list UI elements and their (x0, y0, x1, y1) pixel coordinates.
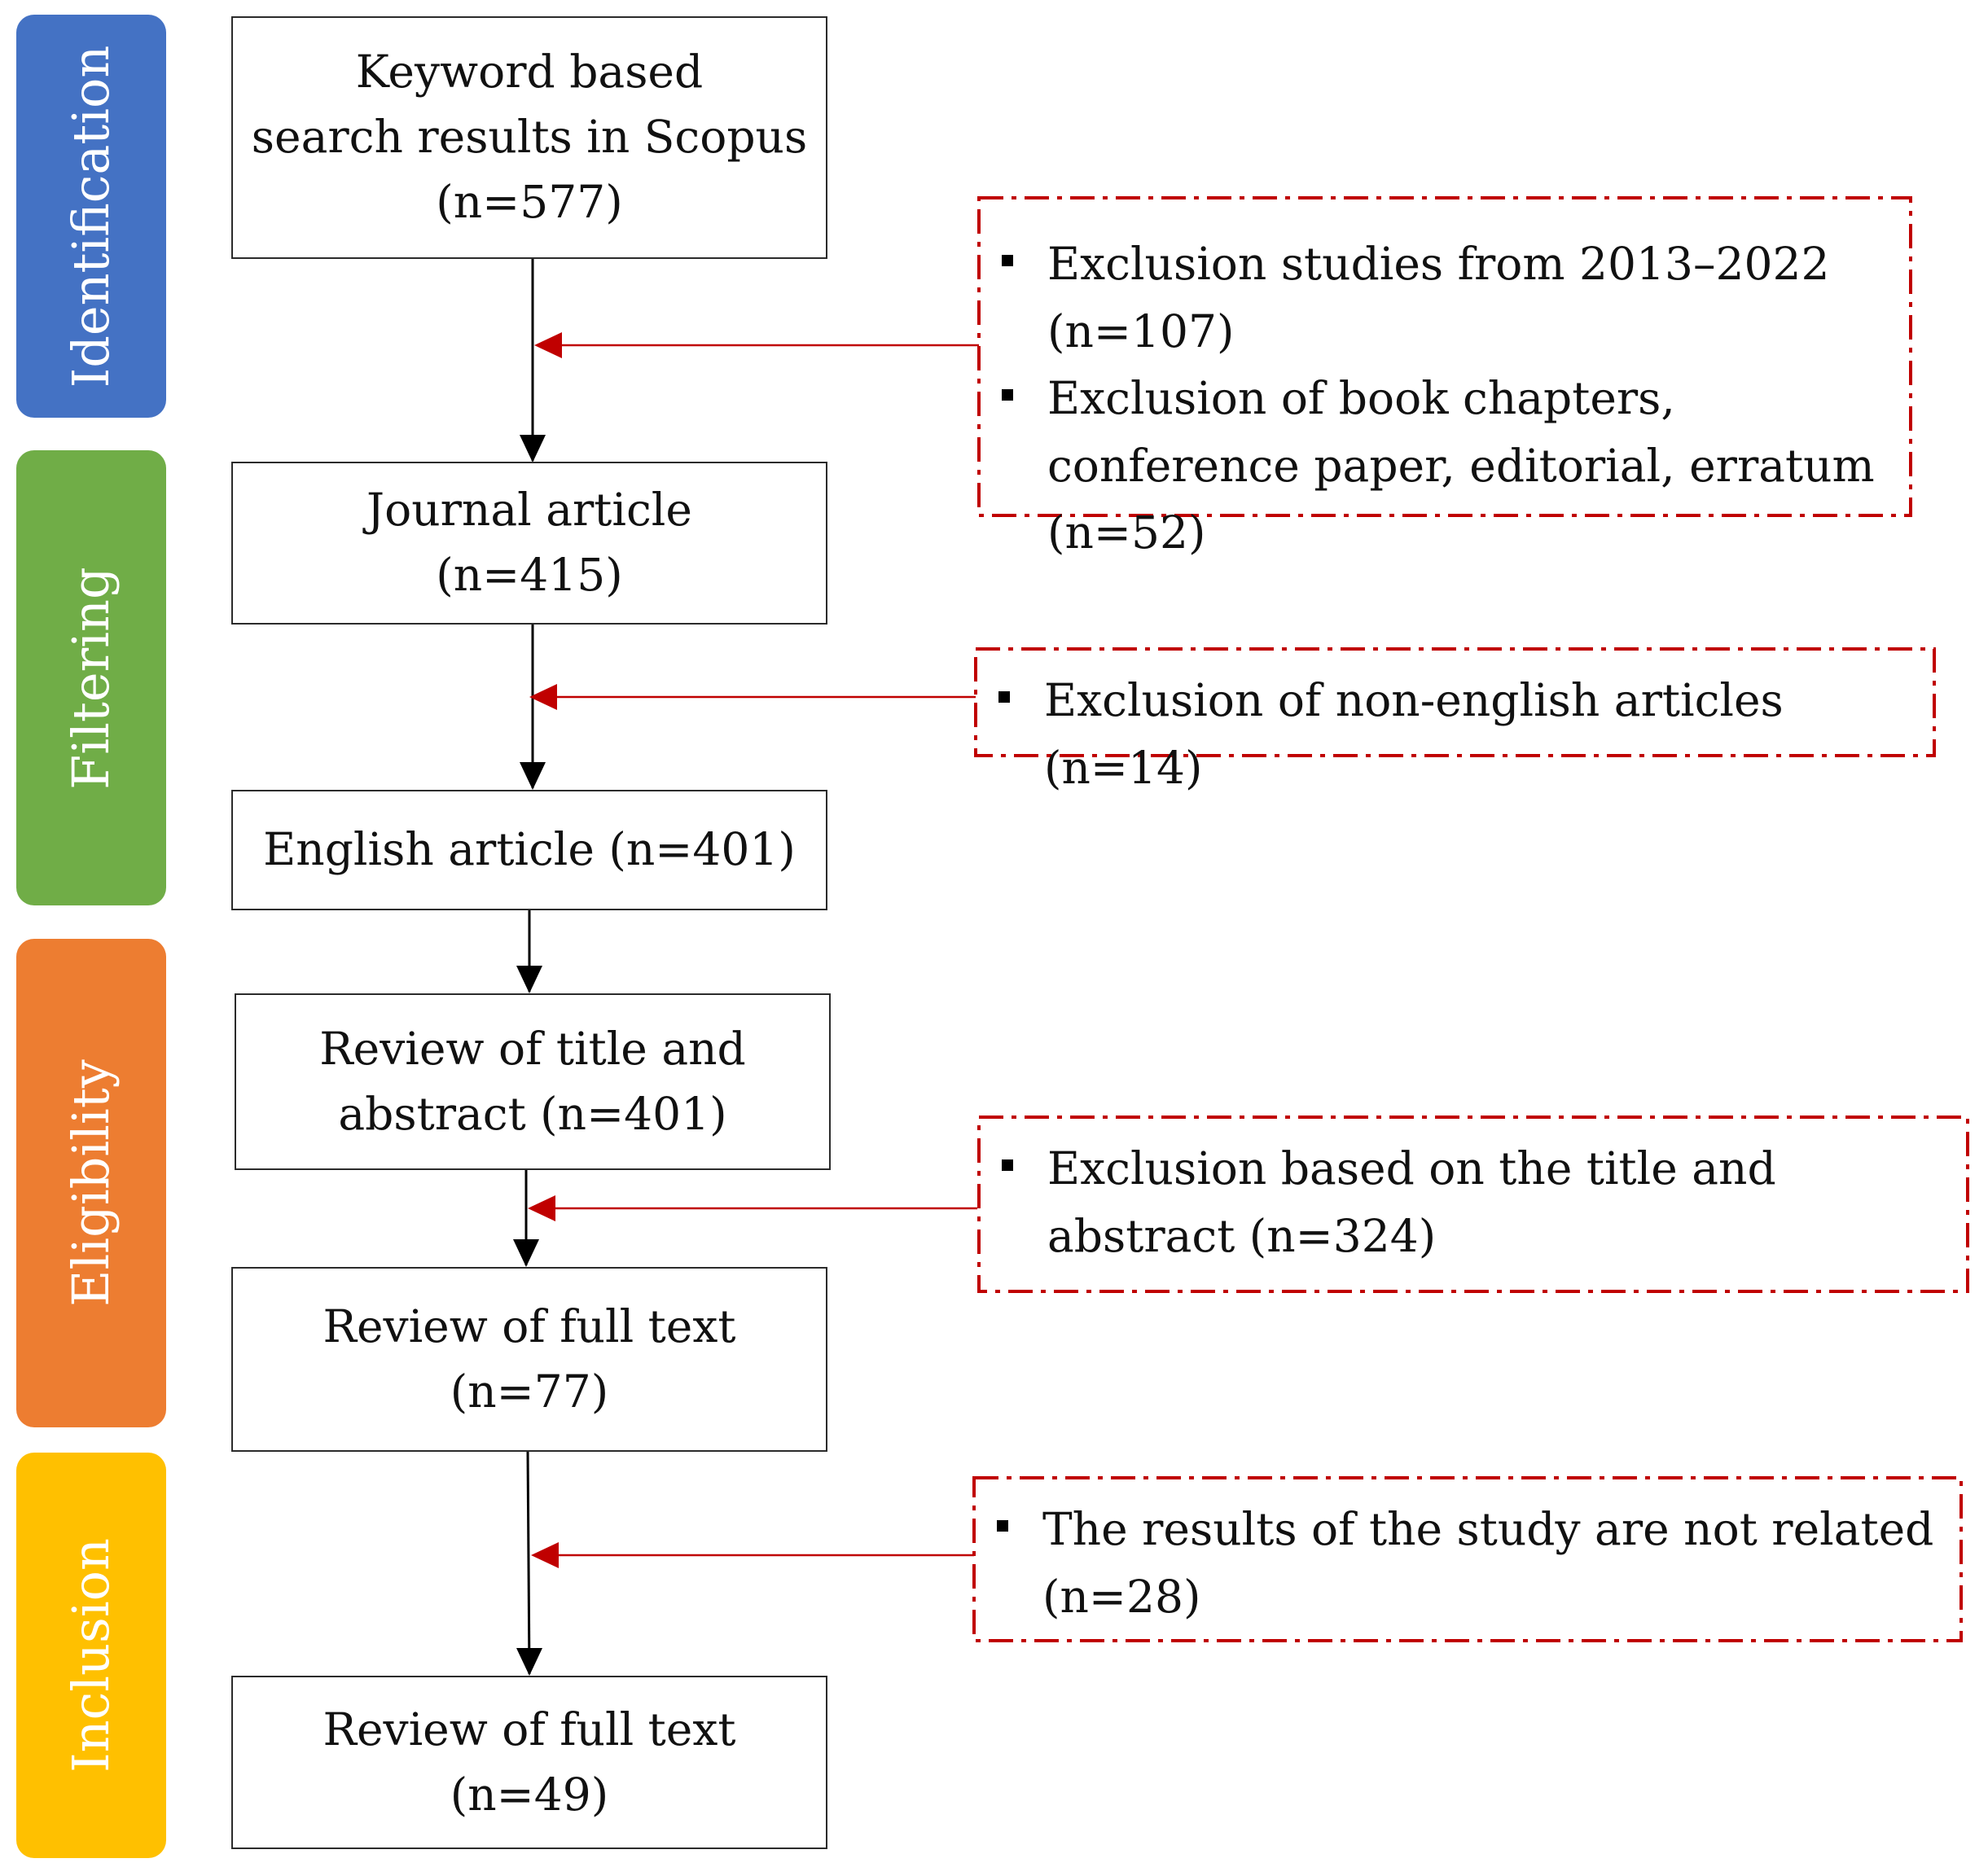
exclusion-arrowhead-3 (528, 1195, 555, 1221)
exclusion-box-3: Exclusion based on the title and abstrac… (979, 1117, 1968, 1291)
exclusion-border-3 (977, 1116, 1969, 1293)
flow-arrow-5 (526, 1451, 531, 1675)
box-line: (n=77) (450, 1365, 609, 1418)
box-search-results: Keyword based search results in Scopus (… (231, 16, 827, 259)
box-included: Review of full text (n=49) (231, 1676, 827, 1849)
box-title-abstract-review: Review of title and abstract (n=401) (235, 993, 831, 1170)
exclusion-arrowhead-4 (531, 1542, 559, 1568)
exclusion-text: Exclusion of book chapters, conference p… (1047, 372, 1875, 559)
exclusion-text: Exclusion studies from 2013–2022 (n=107) (1047, 238, 1830, 357)
bullet-icon (1002, 1159, 1013, 1171)
exclusion-item: The results of the study are not related… (989, 1496, 1937, 1630)
exclusion-text: Exclusion of non-english articles (n=14) (1044, 674, 1784, 794)
stage-identification: Identification (16, 15, 166, 418)
box-line: Keyword based (355, 46, 704, 99)
box-line: Review of full text (323, 1703, 736, 1755)
flow-arrows (513, 259, 546, 1676)
bullet-icon (998, 691, 1010, 703)
stage-label: Inclusion (61, 1538, 121, 1773)
box-line: Review of full text (323, 1300, 736, 1352)
flow-arrowhead-3 (516, 966, 542, 993)
box-journal-article: Journal article (n=415) (231, 462, 827, 625)
exclusion-box-1: Exclusion studies from 2013–2022 (n=107)… (979, 198, 1911, 559)
exclusion-border-1 (977, 196, 1912, 517)
exclusion-item: Exclusion of non-english articles (n=14) (990, 667, 1910, 801)
bullet-icon (1002, 255, 1013, 266)
box-line: (n=577) (436, 175, 623, 228)
box-line: English article (n=401) (263, 823, 796, 876)
bullet-icon (997, 1520, 1008, 1532)
box-line: Journal article (366, 484, 692, 537)
exclusion-text: Exclusion based on the title and abstrac… (1047, 1142, 1776, 1262)
flow-arrowhead-4 (513, 1239, 539, 1267)
box-line: abstract (n=401) (338, 1087, 727, 1140)
box-line: (n=49) (450, 1768, 609, 1821)
stage-eligibility: Eligibility (16, 939, 166, 1427)
box-full-text-review: Review of full text (n=77) (231, 1267, 827, 1452)
flow-arrowhead-2 (520, 762, 546, 790)
stage-filtering: Filtering (16, 450, 166, 905)
flow-arrowhead-5 (516, 1648, 542, 1676)
box-line: search results in Scopus (251, 111, 808, 164)
stage-label: Filtering (61, 566, 121, 790)
exclusion-item: Exclusion studies from 2013–2022 (n=107) (994, 230, 1886, 365)
exclusion-arrowhead-1 (534, 332, 562, 358)
stage-label: Eligibility (61, 1059, 121, 1307)
exclusion-box-4: The results of the study are not related… (974, 1478, 1961, 1641)
exclusion-item: Exclusion based on the title and abstrac… (994, 1135, 1943, 1269)
exclusion-border-2 (974, 647, 1936, 757)
exclusion-borders (972, 196, 1969, 1642)
box-english-article: English article (n=401) (231, 790, 827, 910)
box-line: (n=415) (436, 549, 623, 601)
stage-label: Identification (61, 45, 121, 388)
box-line: Review of title and (319, 1022, 746, 1075)
exclusion-border-4 (972, 1476, 1963, 1642)
exclusion-item: Exclusion of book chapters, conference p… (994, 365, 1886, 567)
exclusion-box-2: Exclusion of non-english articles (n=14) (976, 649, 1934, 794)
exclusion-arrowhead-2 (529, 684, 557, 710)
stage-inclusion: Inclusion (16, 1453, 166, 1858)
exclusion-arrows (528, 332, 979, 1568)
bullet-icon (1002, 389, 1013, 401)
flow-arrowhead-1 (520, 435, 546, 462)
exclusion-text: The results of the study are not related… (1042, 1503, 1934, 1623)
